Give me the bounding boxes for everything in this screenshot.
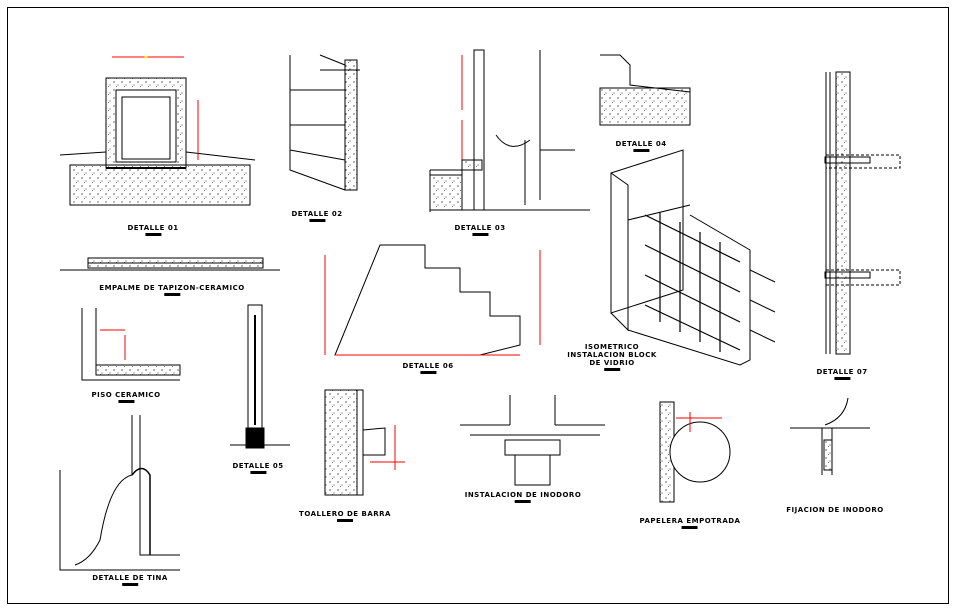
fijacion-drawing [790,397,870,475]
title-papelera: PAPELERA EMPOTRADA [640,517,741,529]
toallero-drawing [324,389,405,496]
detalle-04-drawing [599,54,691,126]
piso-ceramico-drawing [81,308,181,381]
drawing-frame [7,7,949,604]
detalle-02-drawing [289,54,360,191]
title-empalme: EMPALME DE TAPIZON-CERAMICO [99,284,244,296]
detalle-07-drawing [824,71,901,355]
title-piso-ceramico: PISO CERAMICO [91,391,160,403]
title-detalle-06: DETALLE 06 [402,362,453,374]
detalle-03-drawing [429,49,590,212]
title-detalle-tina: DETALLE DE TINA [92,574,168,586]
inodoro-drawing [460,395,605,486]
title-detalle-07: DETALLE 07 [816,368,867,380]
title-inodoro: INSTALACION DE INODORO [465,491,582,503]
detalle-05-drawing [230,304,290,449]
isometric-glass-block-drawing [610,149,776,366]
detalle-06-drawing [324,244,541,356]
detalle-01-drawing [59,55,256,206]
title-fijacion: FIJACION DE INODORO [786,506,884,514]
title-detalle-05: DETALLE 05 [232,462,283,474]
empalme-drawing [60,257,280,271]
title-detalle-03: DETALLE 03 [454,224,505,236]
papelera-drawing [659,401,731,503]
title-detalle-01: DETALLE 01 [127,224,178,236]
title-toallero: TOALLERO DE BARRA [299,510,391,522]
detalle-tina-drawing [59,415,180,571]
title-detalle-04: DETALLE 04 [615,140,666,152]
title-detalle-02: DETALLE 02 [291,210,342,222]
